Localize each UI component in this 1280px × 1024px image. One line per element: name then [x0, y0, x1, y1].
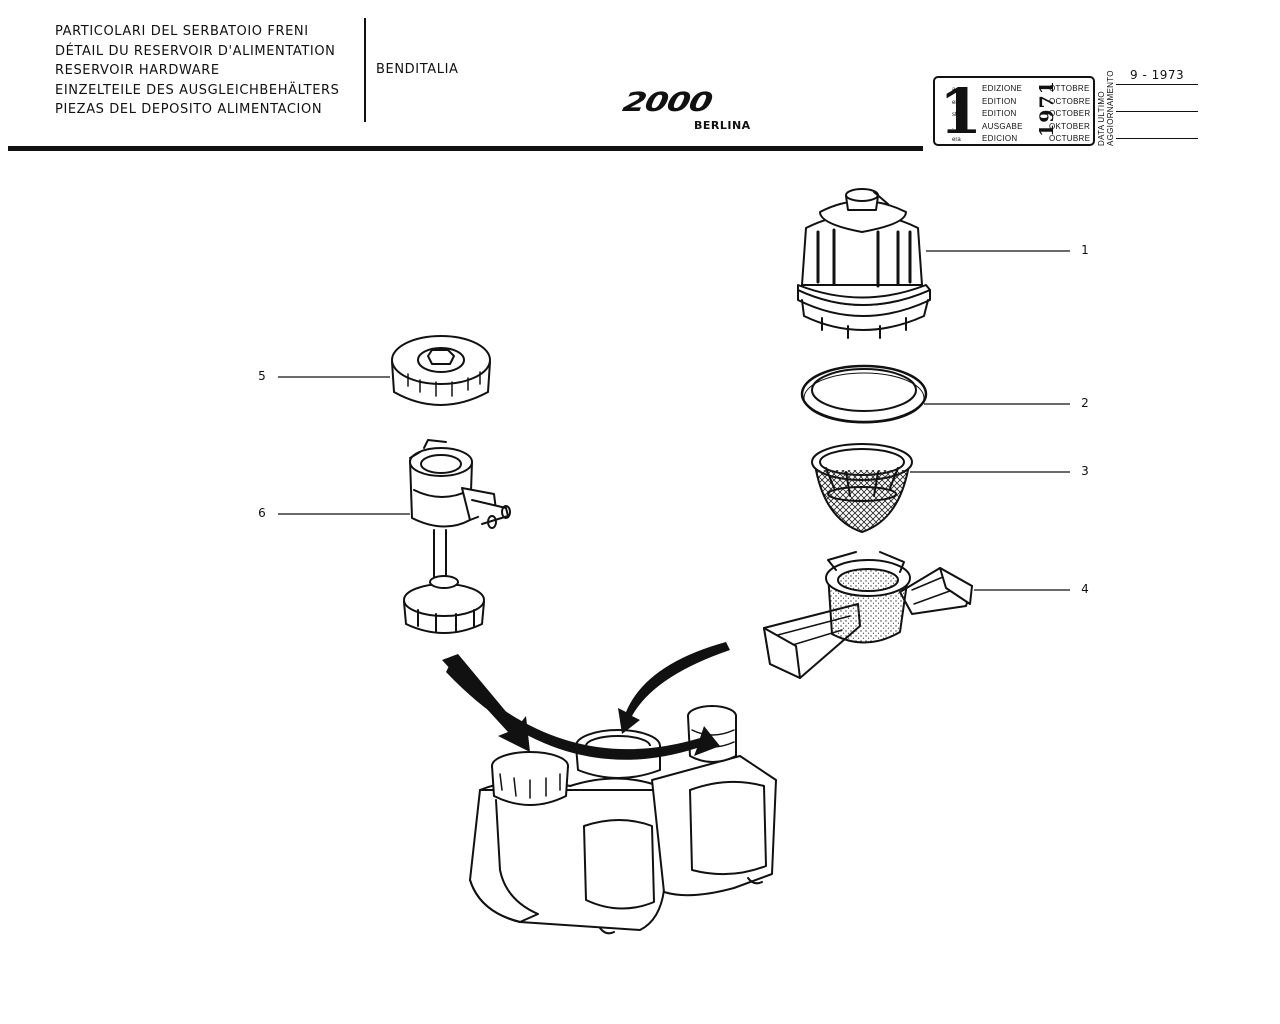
reservoir-cap — [797, 188, 931, 339]
assembly-arrows — [442, 642, 730, 760]
reservoir-bracket — [763, 551, 973, 679]
title-english: RESERVOIR HARDWARE — [55, 63, 220, 78]
title-block: PARTICOLARI DEL SERBATOIO FRENI DÉTAIL D… — [55, 22, 340, 120]
callout-5: 5 — [258, 369, 266, 383]
edition-months: OTTOBRE OCTOBRE OCTOBER OKTOBER OCTUBRE — [1049, 84, 1091, 143]
edition-words: EDIZIONE EDITION EDITION AUSGABE EDICION — [982, 84, 1023, 143]
threaded-cap-nut — [391, 335, 491, 406]
edition-box: 1 a ere st . era EDIZIONE EDITION EDITIO… — [933, 76, 1095, 146]
header-rule — [8, 146, 923, 151]
update-line-2 — [1116, 111, 1198, 112]
level-switch-float — [403, 439, 511, 634]
manufacturer-name: BENDITALIA — [376, 62, 459, 77]
leader-lines — [278, 250, 1070, 591]
filter-strainer — [811, 443, 913, 533]
callout-4: 4 — [1081, 582, 1089, 596]
update-line-3 — [1116, 138, 1198, 139]
arrow-to-right-neck — [446, 664, 720, 760]
title-spanish: PIEZAS DEL DEPOSITO ALIMENTACION — [55, 102, 323, 117]
update-line-1 — [1116, 84, 1198, 85]
edition-number: 1 — [939, 75, 983, 148]
title-german: EINZELTEILE DES AUSGLEICHBEHÄLTERS — [55, 82, 340, 98]
header-separator — [364, 18, 366, 122]
callout-2: 2 — [1081, 396, 1089, 410]
edition-suffixes: a ere st . era — [952, 87, 961, 143]
callout-1: 1 — [1081, 243, 1089, 257]
arrow-from-bracket — [618, 642, 730, 734]
callout-6: 6 — [258, 506, 266, 520]
title-italian: PARTICOLARI DEL SERBATOIO FRENI — [55, 24, 309, 39]
cap-seal-ring — [800, 364, 928, 424]
title-french: DÉTAIL DU RESERVOIR D'ALIMENTATION — [55, 43, 336, 59]
model-variant: BERLINA — [694, 119, 751, 132]
last-update-date: 9 - 1973 — [1130, 68, 1185, 82]
callout-3: 3 — [1081, 464, 1089, 478]
brake-fluid-reservoir — [469, 705, 777, 935]
